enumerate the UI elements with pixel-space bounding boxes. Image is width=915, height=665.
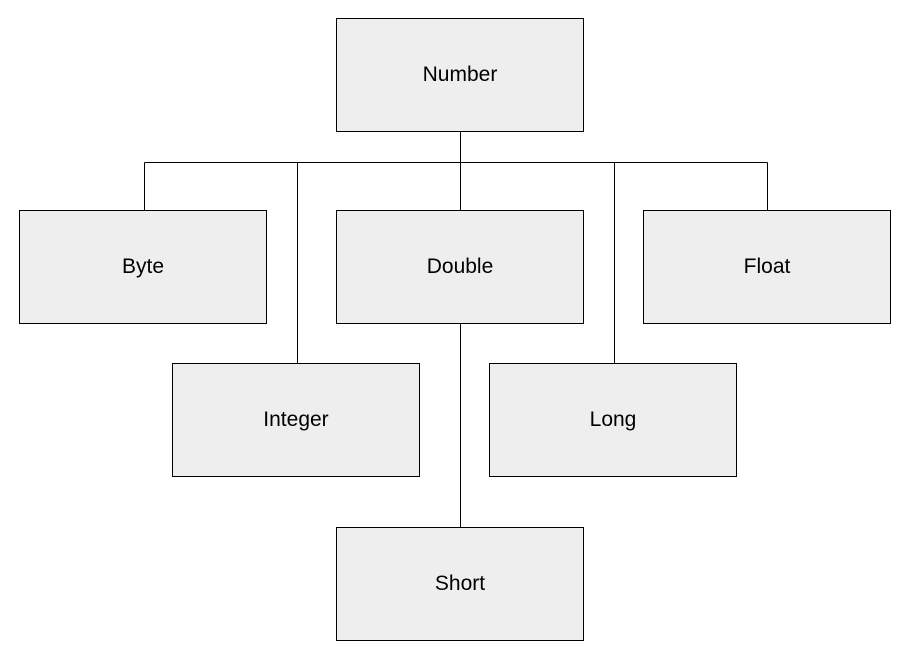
node-long: Long (489, 363, 737, 477)
node-integer: Integer (172, 363, 420, 477)
node-double: Double (336, 210, 584, 324)
node-double-label: Double (426, 255, 494, 278)
node-float: Float (643, 210, 891, 324)
node-integer-label: Integer (263, 408, 329, 431)
node-long-label: Long (589, 408, 637, 431)
node-short: Short (336, 527, 584, 641)
node-short-label: Short (434, 572, 486, 595)
node-number-label: Number (422, 63, 498, 86)
node-number: Number (336, 18, 584, 132)
node-byte: Byte (19, 210, 267, 324)
node-float-label: Float (743, 255, 791, 278)
node-byte-label: Byte (121, 255, 165, 278)
